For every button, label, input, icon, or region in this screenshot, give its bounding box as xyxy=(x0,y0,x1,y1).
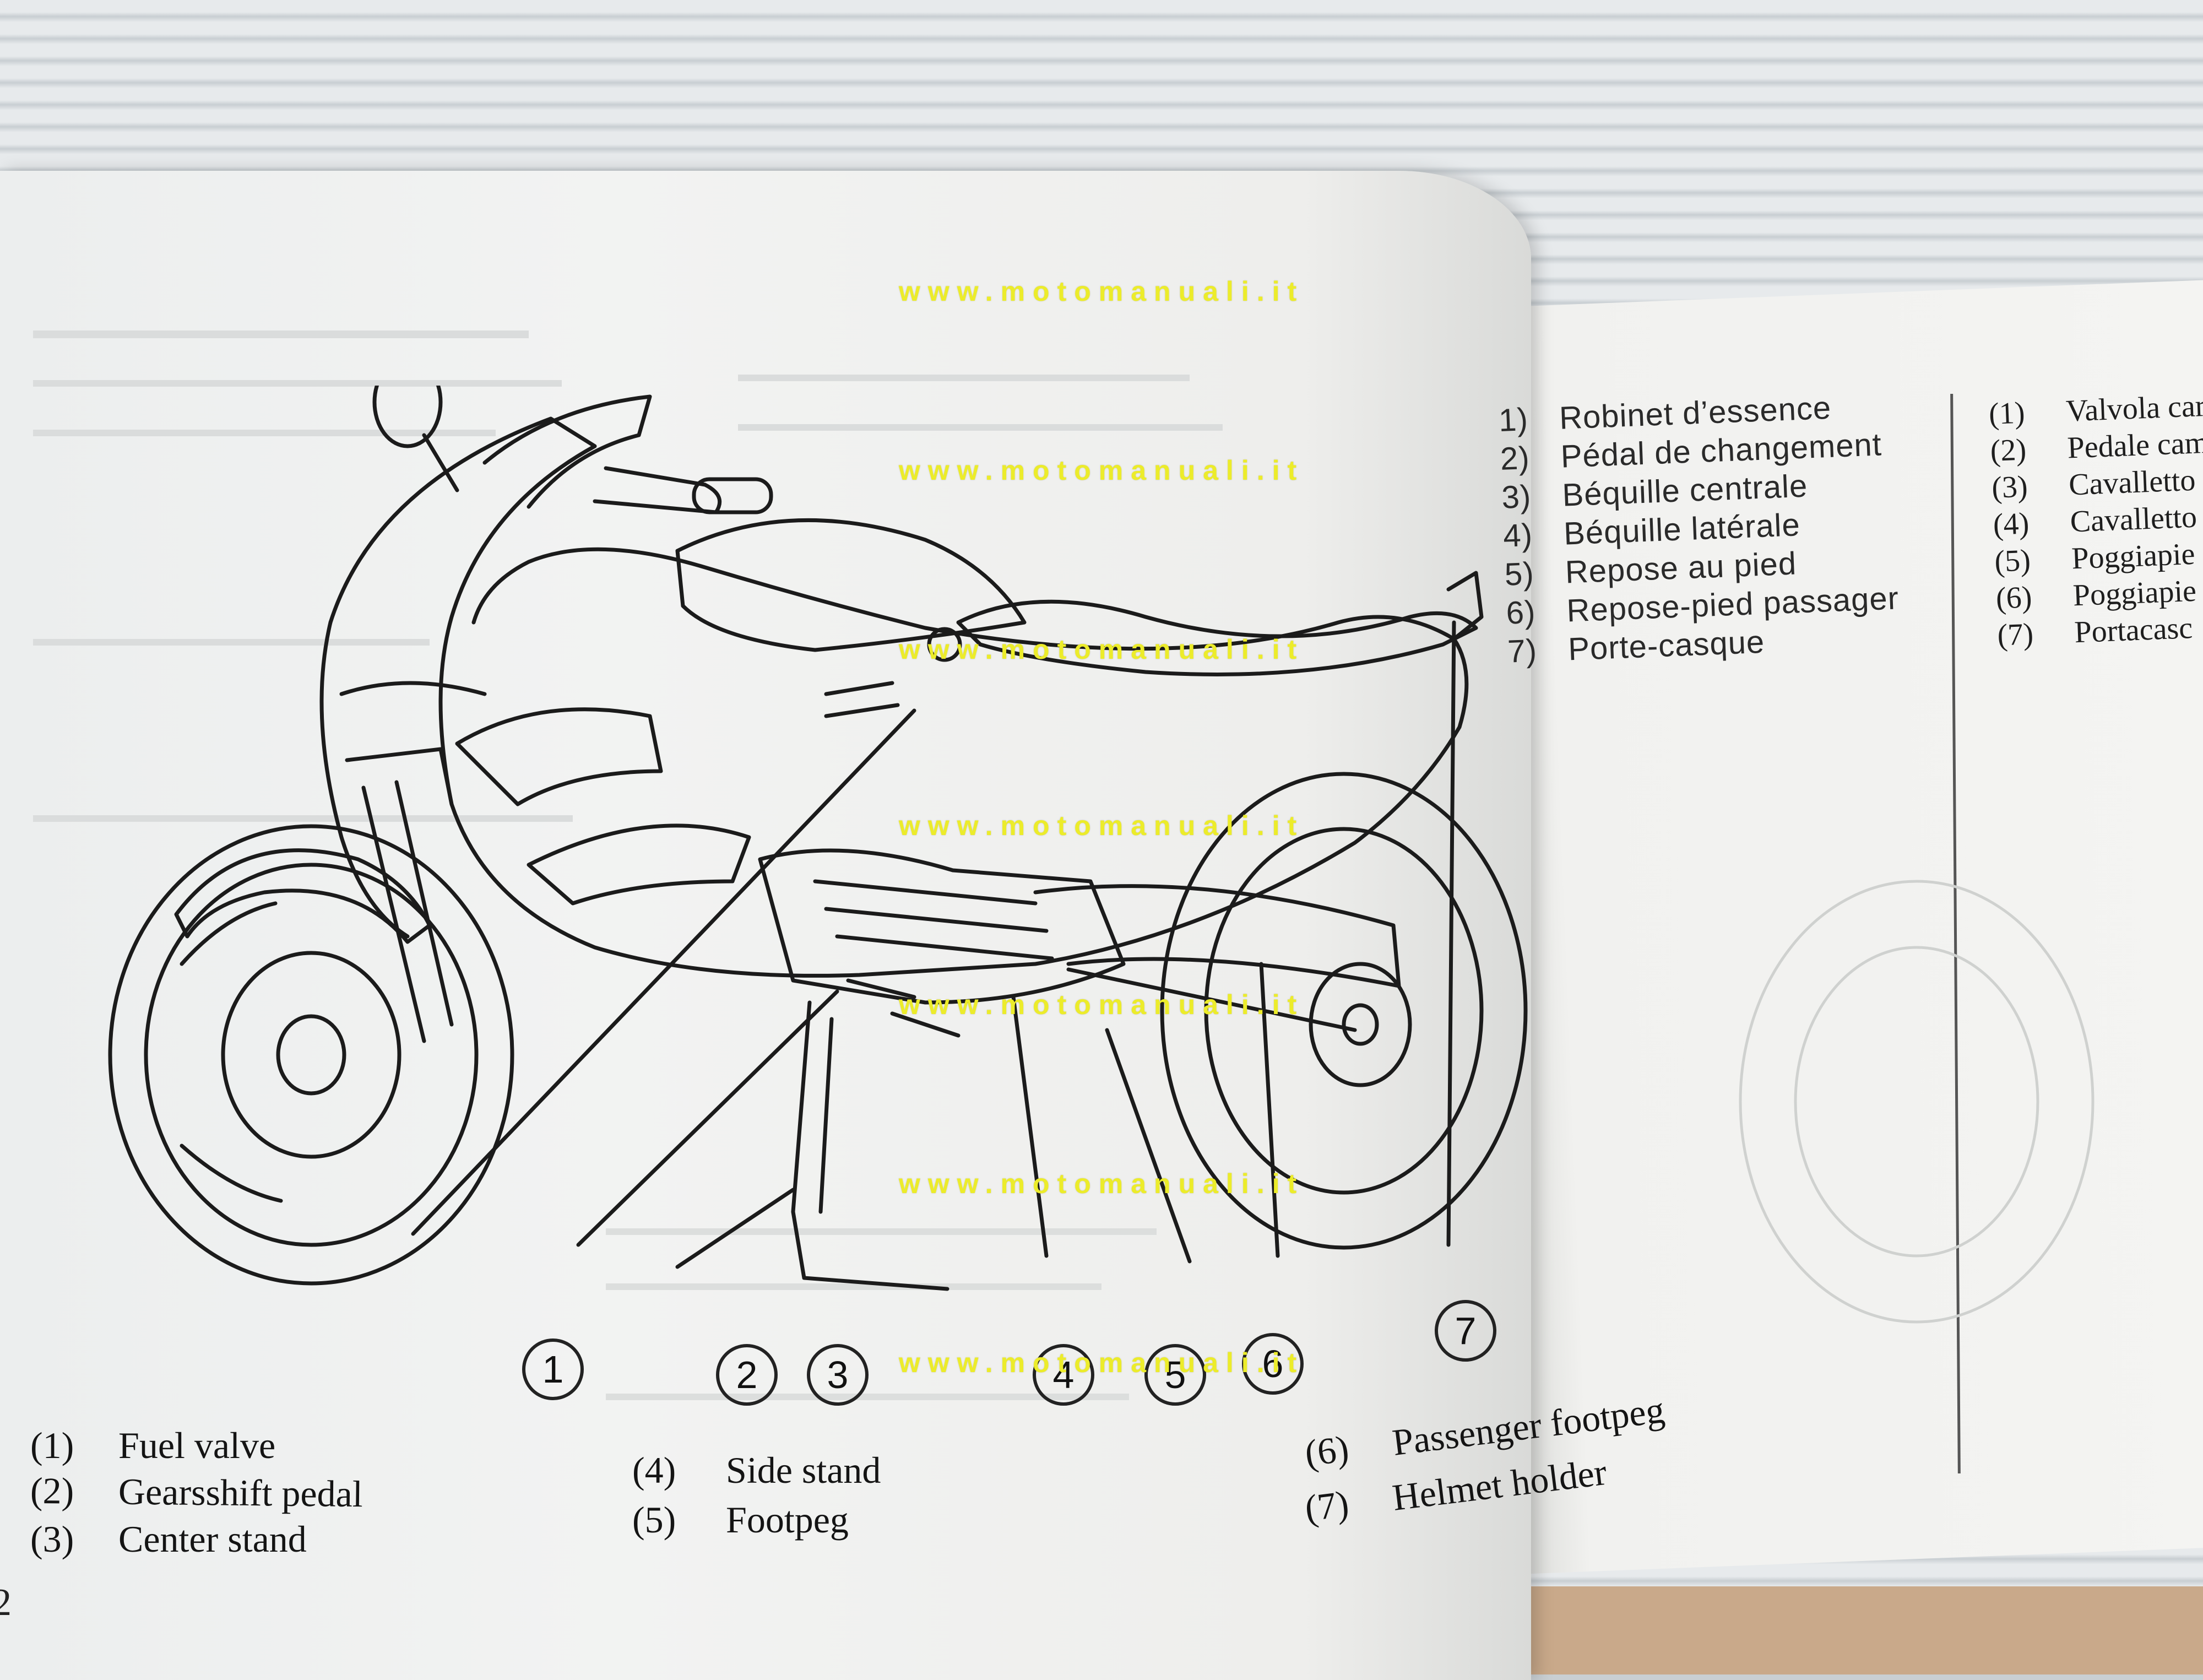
callout-2: 2 xyxy=(716,1344,778,1406)
watermark: www.motomanuali.it xyxy=(898,1168,1305,1199)
italian-legend: (1)Valvola car (2)Pedale cam (3)Cavallet… xyxy=(1988,388,2203,655)
legend-item: (5)Footpeg xyxy=(632,1499,849,1541)
watermark: www.motomanuali.it xyxy=(898,1347,1305,1378)
leader-7 xyxy=(1446,620,1456,1247)
handlebar xyxy=(593,466,722,514)
page-number: 2 xyxy=(0,1581,12,1624)
right-page-sketch xyxy=(1739,880,2095,1324)
callout-7: 7 xyxy=(1435,1300,1496,1362)
front-wheel xyxy=(108,824,514,1286)
table-surface xyxy=(1531,1586,2203,1674)
legend-item: (3)Center stand xyxy=(30,1518,307,1560)
legend-item: (7)Portacasc xyxy=(1996,611,2194,653)
rear-wheel xyxy=(1160,772,1528,1250)
leader-2 xyxy=(576,989,839,1247)
leader-3 xyxy=(675,1188,795,1269)
legend-item: (4)Side stand xyxy=(632,1449,881,1491)
leader-6 xyxy=(1259,962,1280,1258)
center-stand xyxy=(791,1000,949,1291)
watermark: www.motomanuali.it xyxy=(898,276,1305,307)
fuel-tank xyxy=(675,518,1027,652)
leader-5 xyxy=(1105,1028,1192,1264)
watermark: www.motomanuali.it xyxy=(898,634,1305,665)
windscreen xyxy=(482,394,652,509)
fairing xyxy=(328,416,1469,978)
legend-item: (1)Fuel valve xyxy=(30,1424,276,1466)
watermark: www.motomanuali.it xyxy=(898,810,1305,841)
callout-4: 4 xyxy=(1033,1344,1094,1406)
left-page xyxy=(0,171,1531,1680)
leader-4 xyxy=(1011,995,1049,1258)
exhaust xyxy=(1033,884,1401,988)
callout-1: 1 xyxy=(522,1338,584,1400)
engine xyxy=(758,848,1126,1005)
callout-5: 5 xyxy=(1144,1344,1206,1406)
callout-3: 3 xyxy=(807,1344,869,1406)
watermark: www.motomanuali.it xyxy=(898,989,1305,1020)
watermark: www.motomanuali.it xyxy=(898,455,1305,486)
front-fork xyxy=(361,780,454,1043)
french-legend: 1)Robinet d’essence 2)Pédal de changemen… xyxy=(1498,387,1901,672)
seat xyxy=(956,599,1478,676)
leader-1 xyxy=(411,708,916,1236)
legend-item: (2)Gearsshift pedal xyxy=(30,1469,363,1515)
motorcycle-illustration xyxy=(108,386,1528,1291)
callout-6: 6 xyxy=(1242,1333,1304,1395)
mirror xyxy=(372,386,443,448)
